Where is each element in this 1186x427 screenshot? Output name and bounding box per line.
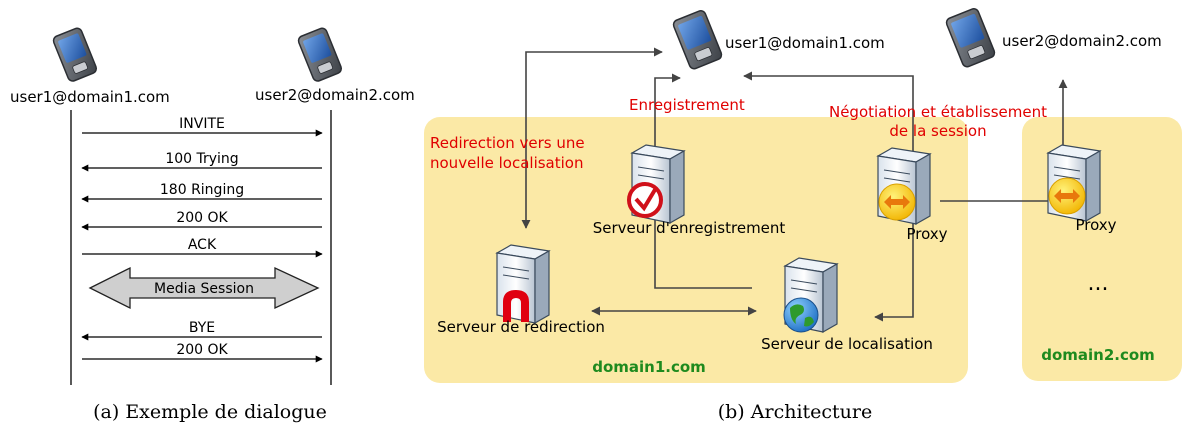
domain2-box — [1022, 117, 1182, 381]
user2-label: user2@domain2.com — [1002, 32, 1162, 50]
bye-label: BYE — [189, 320, 215, 336]
location-server-label: Serveur de localisation — [761, 335, 933, 353]
proxy-arrows-icon — [878, 183, 916, 221]
negotiation-label-2: de la session — [889, 122, 986, 140]
left-user-label: user1@domain1.com — [10, 88, 170, 106]
proxy1-label: Proxy — [906, 225, 947, 243]
enregistrement-label: Enregistrement — [629, 96, 745, 114]
proxy-arrows-icon — [1048, 177, 1086, 215]
media-session-arrow — [88, 266, 320, 310]
proxy2-label: Proxy — [1075, 216, 1116, 234]
globe-icon — [783, 297, 819, 333]
caption-b: (b) Architecture — [718, 401, 873, 423]
media-session-label: Media Session — [154, 281, 254, 297]
phone-icon — [672, 10, 723, 70]
ok-label-2: 200 OK — [176, 342, 228, 358]
panel-b: user1@domain1.com user2@domain2.com Enre… — [424, 8, 1182, 423]
caption-a: (a) Exemple de dialogue — [93, 401, 327, 423]
redirection-note-2: nouvelle localisation — [430, 154, 584, 172]
right-user-label: user2@domain2.com — [255, 86, 415, 104]
ok-label-1: 200 OK — [176, 210, 228, 226]
ringing-label: 180 Ringing — [160, 182, 244, 198]
invite-label: INVITE — [179, 116, 225, 132]
ack-label: ACK — [188, 237, 217, 253]
u-turn-icon — [503, 290, 529, 322]
phone-icon — [297, 27, 343, 82]
checkmark-icon — [627, 182, 663, 218]
registration-server-label: Serveur d'enregistrement — [593, 219, 786, 237]
trying-label: 100 Trying — [165, 151, 238, 167]
phone-icon — [945, 8, 996, 68]
domain2-label: domain2.com — [1041, 346, 1155, 364]
user1-label: user1@domain1.com — [725, 34, 885, 52]
redirection-link — [521, 47, 663, 229]
redirection-server-label: Serveur de redirection — [437, 318, 605, 336]
negotiation-label-1: Négotiation et établissement — [829, 103, 1047, 121]
redirection-note-1: Redirection vers une — [430, 134, 585, 152]
panel-a: user1@domain1.com user2@domain2.com INVI… — [10, 27, 415, 423]
phone-icon — [52, 27, 98, 82]
domain1-label: domain1.com — [592, 358, 706, 376]
ellipsis: ... — [1088, 271, 1109, 296]
